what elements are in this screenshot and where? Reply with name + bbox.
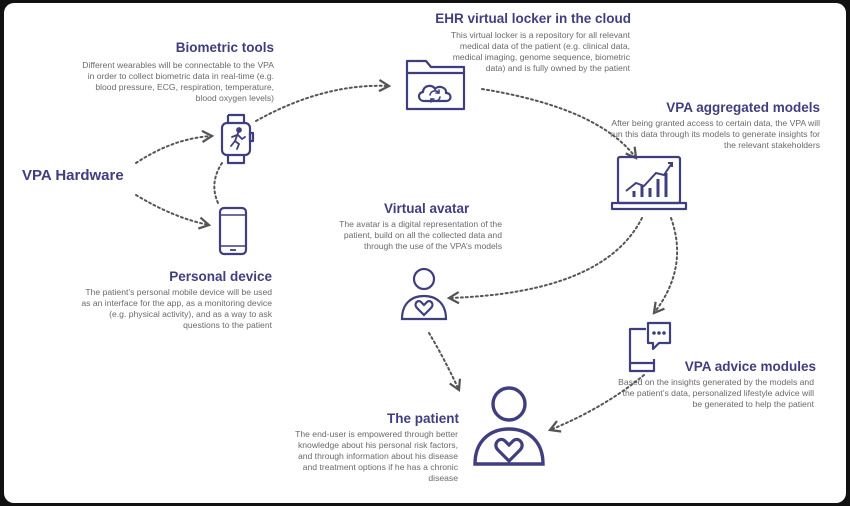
diagram-canvas: VPA Hardware Biometric tools Different w… — [4, 3, 846, 503]
arrow-models-to-avatar — [446, 217, 643, 305]
personal-device-description: The patient’s personal mobile device wil… — [81, 287, 272, 330]
cloud-folder-icon — [404, 57, 468, 118]
arrow-hardware-to-phone — [135, 194, 212, 230]
arrow-watch-to-locker — [255, 79, 392, 122]
arrow-locker-to-models — [481, 88, 638, 160]
ehr-locker-description: This virtual locker is a repository for … — [450, 30, 630, 73]
aggregated-models-description: After being granted access to certain da… — [610, 118, 820, 150]
ehr-locker-title: EHR virtual locker in the cloud — [435, 11, 631, 26]
laptop-chart-icon — [610, 155, 688, 220]
biometric-tools-description: Different wearables will be connectable … — [82, 60, 274, 103]
arrow-avatar-to-patient — [428, 332, 462, 393]
virtual-avatar-description: The avatar is a digital representation o… — [339, 219, 502, 251]
smartphone-icon — [218, 206, 248, 261]
flow-connectors — [135, 79, 679, 433]
advice-modules-description: Based on the insights generated by the m… — [618, 377, 814, 409]
aggregated-models-title: VPA aggregated models — [666, 100, 820, 115]
biometric-tools-title: Biometric tools — [175, 40, 274, 55]
patient-title: The patient — [386, 411, 459, 426]
personal-device-title: Personal device — [169, 269, 272, 284]
line-watch-to-phone — [213, 162, 223, 204]
arrow-models-to-advice — [652, 217, 679, 315]
phone-chat-icon — [626, 321, 674, 380]
arrow-hardware-to-watch — [135, 129, 215, 164]
patient-description: The end-user is empowered through better… — [295, 429, 458, 483]
virtual-avatar-title: Virtual avatar — [384, 201, 470, 216]
patient-heart-icon — [470, 385, 548, 472]
vpa-hardware-title: VPA Hardware — [22, 167, 124, 184]
advice-modules-title: VPA advice modules — [684, 359, 816, 374]
smartwatch-icon — [218, 113, 256, 170]
avatar-heart-icon — [399, 266, 449, 327]
arrow-advice-to-patient — [547, 374, 645, 433]
